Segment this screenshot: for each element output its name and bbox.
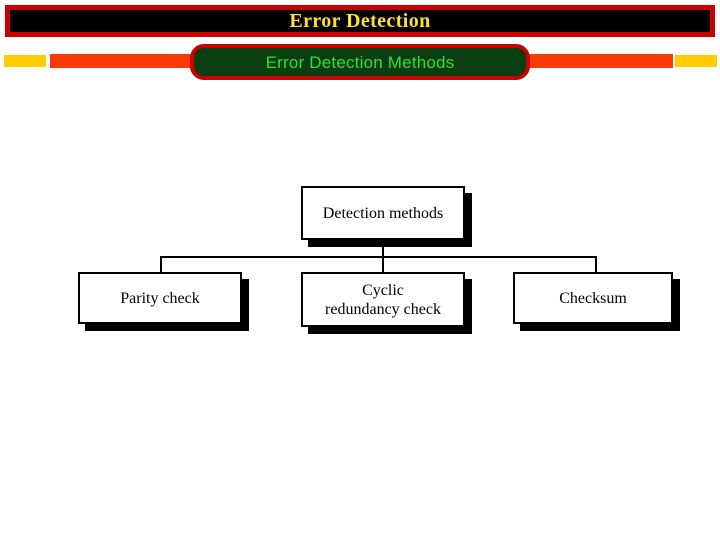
connector-drop-to-checksum [595,256,597,273]
connector-horizontal-bus [160,256,597,258]
diagram-node-cyclic-redundancy-check: Cyclic redundancy check [301,272,465,327]
diagram-node-checksum: Checksum [513,272,673,324]
slide-title-bar: Error Detection [5,5,715,37]
red-rule-right [515,54,673,68]
red-rule-left [50,54,205,68]
diagram-node-label: Checksum [559,289,627,307]
gold-chip-right [675,55,717,67]
connector-drop-to-cyclic-redundancy-check [382,256,384,273]
diagram-node-label-line-2: redundancy check [325,300,441,318]
diagram-node-label: Detection methods [322,204,444,222]
connector-trunk-from-root [382,240,384,257]
diagram-node-label-line-1: Cyclic [362,281,404,299]
subtitle-banner-label: Error Detection Methods [265,52,455,72]
gold-chip-left [4,55,46,67]
diagram-node-label: Cyclic redundancy check [319,281,447,319]
diagram-node-detection-methods: Detection methods [301,186,465,240]
page-title: Error Detection [289,10,431,32]
diagram-node-parity-check: Parity check [78,272,242,324]
decorative-rule-row [0,46,720,76]
connector-drop-to-parity-check [160,256,162,273]
diagram-node-label: Parity check [120,289,200,307]
subtitle-banner: Error Detection Methods [190,44,530,80]
